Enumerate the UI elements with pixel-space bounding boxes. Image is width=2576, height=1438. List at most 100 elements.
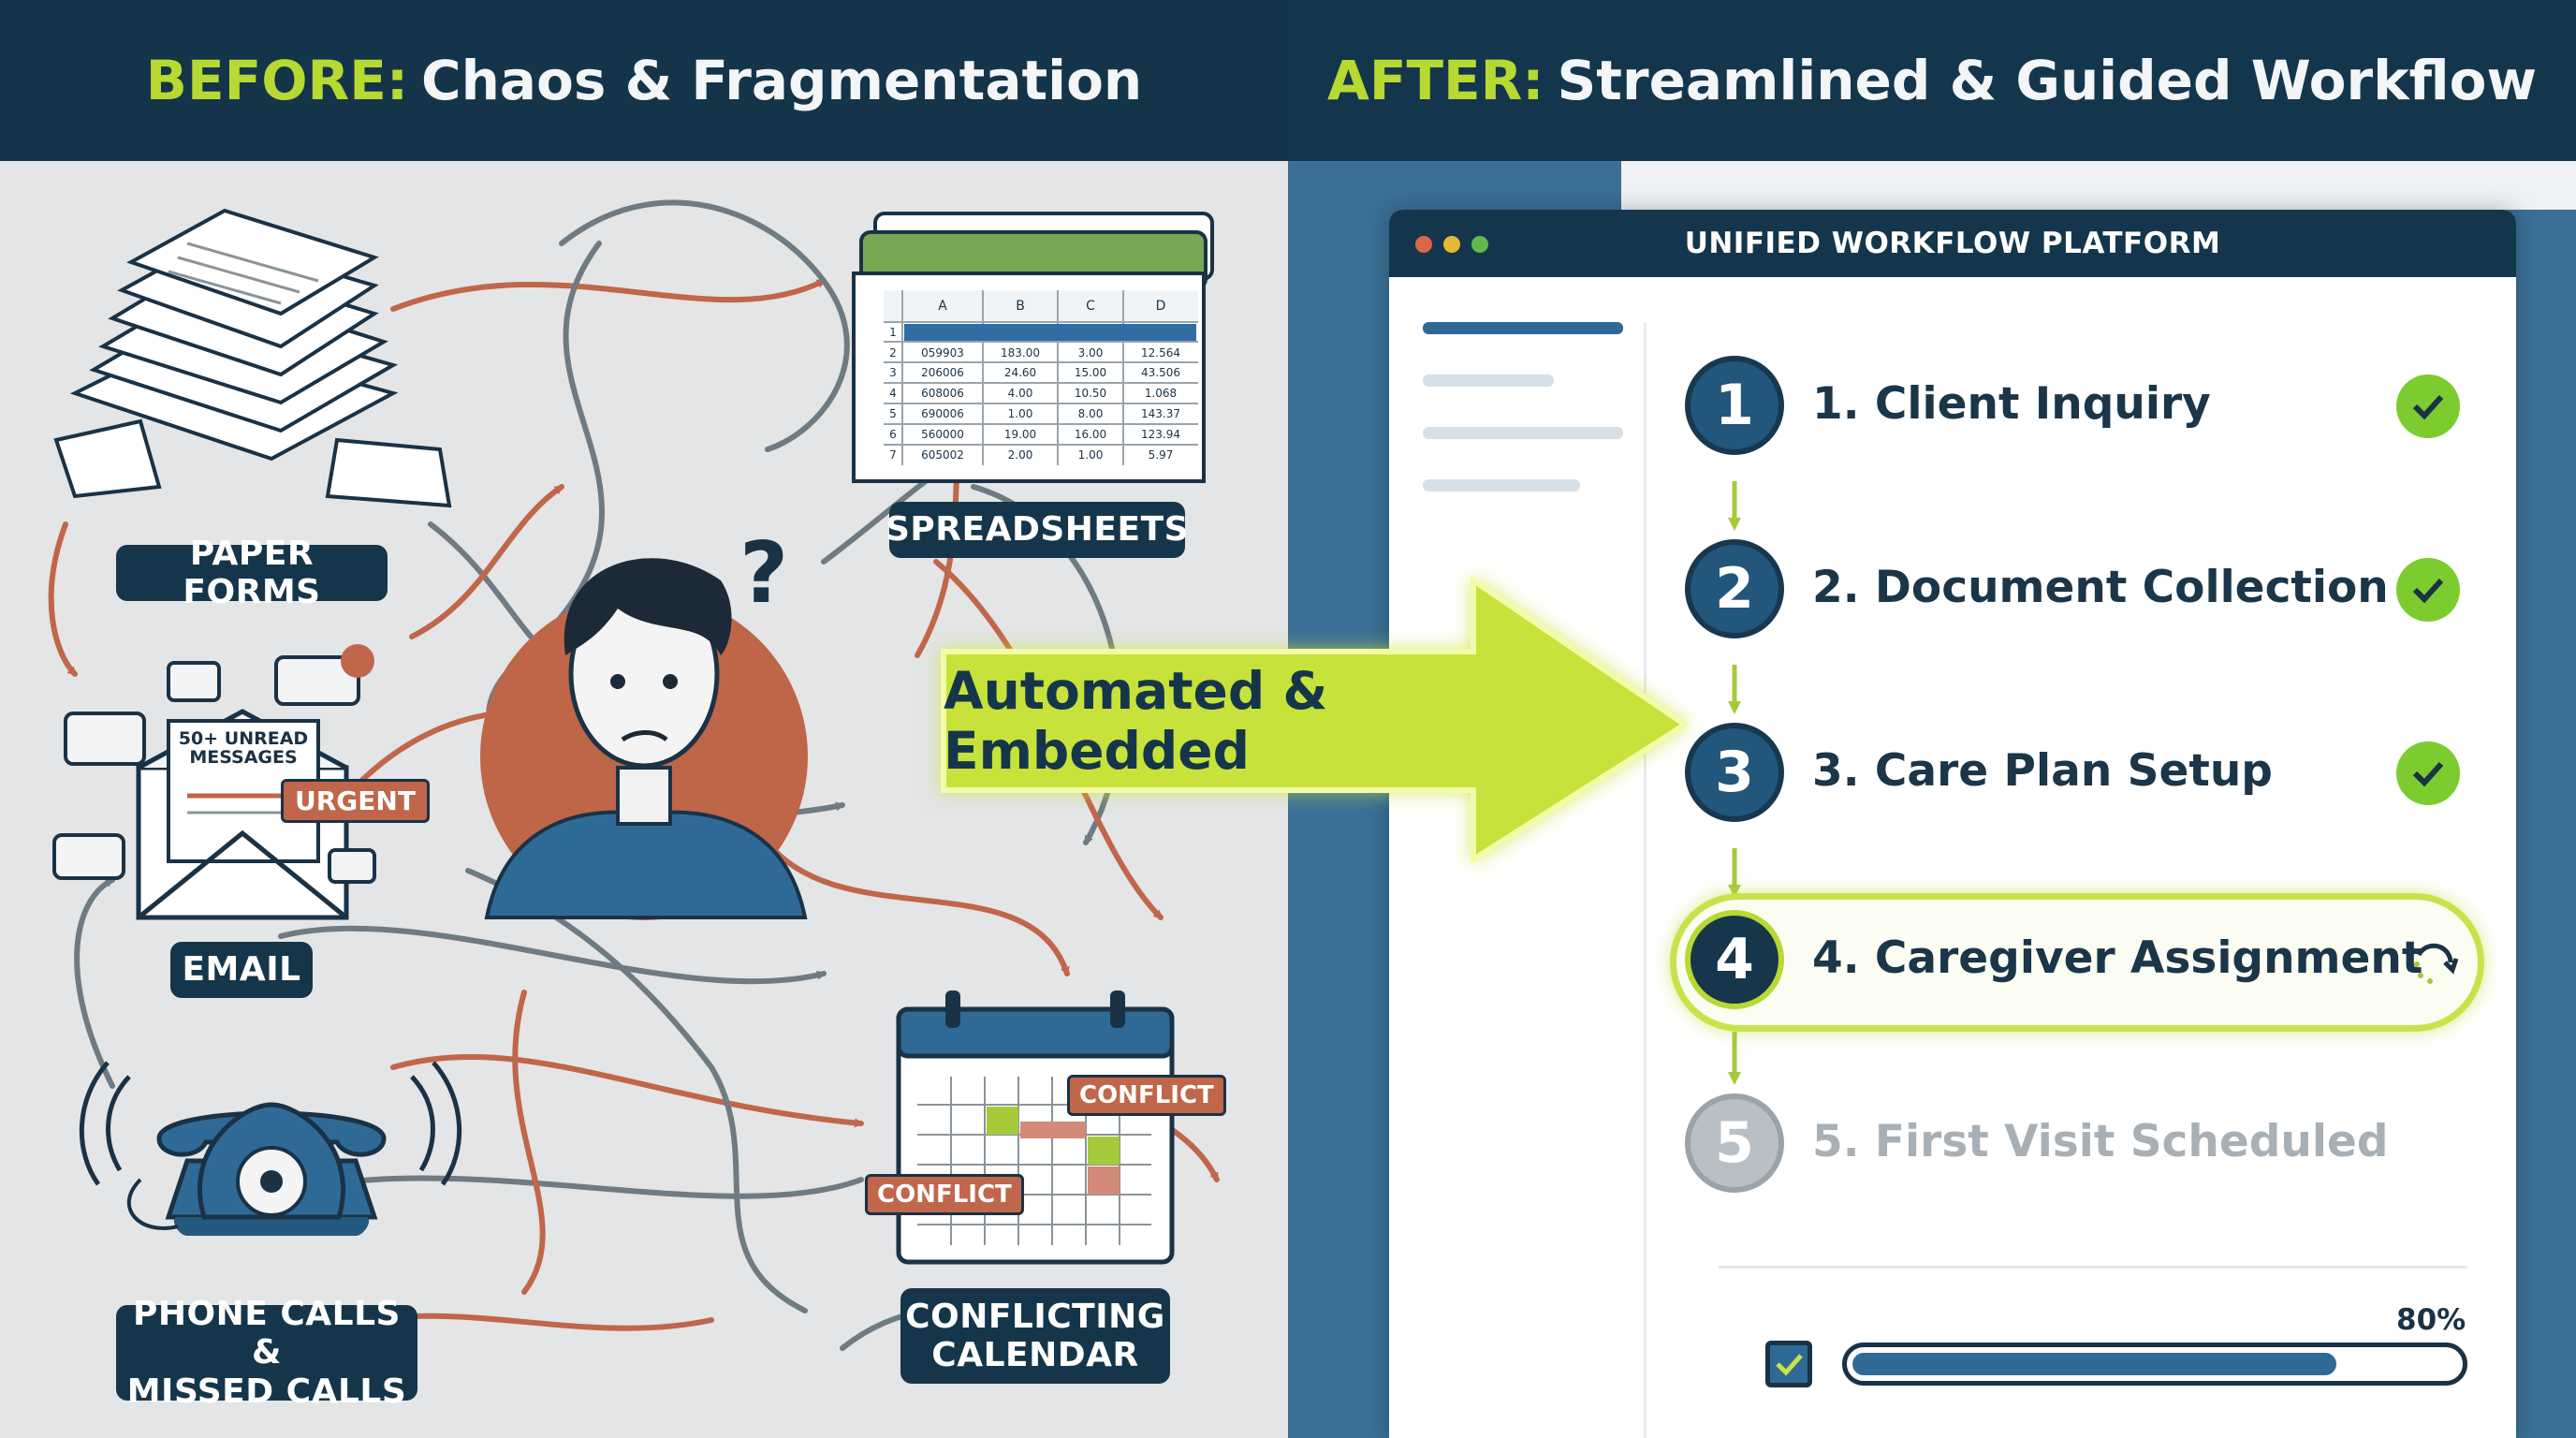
workflow-step-4[interactable]: 4 4. Caregiver Assignment — [1647, 910, 2471, 1022]
spreadsheet-cell: 6 — [889, 427, 897, 441]
spreadsheet-cell: 1.00 — [1007, 407, 1033, 421]
spreadsheet-cell: 12.564 — [1141, 345, 1180, 360]
workflow-step-3[interactable]: 3 3. Care Plan Setup — [1647, 723, 2471, 835]
complete-checkbox[interactable] — [1765, 1341, 1812, 1387]
window-backdrop — [1621, 161, 2576, 210]
spreadsheet-cell: 1.00 — [1077, 448, 1104, 462]
footer-divider — [1719, 1266, 2467, 1269]
spreadsheet-cell: 560000 — [921, 427, 964, 441]
spreadsheet-cell: 15.00 — [1074, 366, 1107, 380]
unread-count-line: 50+ UNREAD — [178, 728, 309, 749]
step-number-badge: 3 — [1685, 723, 1784, 822]
checkmark-icon — [2396, 374, 2460, 438]
minimize-dot-icon[interactable] — [1443, 236, 1460, 253]
spreadsheet-cell: 3.00 — [1077, 345, 1104, 360]
confused-person-icon — [480, 558, 808, 920]
spreadsheet-header-row: A B C D — [884, 290, 1198, 322]
spreadsheet-cell: 7 — [889, 448, 897, 462]
after-header: AFTER: Streamlined & Guided Workflow — [1288, 0, 2576, 161]
spreadsheet-cell: 123.94 — [1141, 427, 1180, 441]
spreadsheet-cell: 24.60 — [1003, 366, 1037, 380]
spreadsheet-row: 5 690006 1.00 8.00 143.37 — [884, 404, 1198, 424]
sidebar-item[interactable] — [1423, 427, 1623, 439]
sidebar-item[interactable] — [1423, 374, 1554, 387]
spreadsheet-cell: 4.00 — [1007, 387, 1033, 401]
question-mark: ? — [739, 524, 789, 623]
spreadsheet-row: 3 206006 24.60 15.00 43.506 — [884, 363, 1198, 384]
spreadsheet-cell: 3 — [889, 366, 897, 380]
before-prefix: BEFORE: — [145, 49, 409, 112]
step-number-badge: 5 — [1685, 1093, 1784, 1193]
step-connectors — [1728, 481, 1741, 1085]
after-panel: AFTER: Streamlined & Guided Workflow UNI… — [1288, 0, 2576, 1438]
spreadsheet-cell: 608006 — [921, 387, 964, 401]
spreadsheet-cell: 1.068 — [1144, 387, 1178, 401]
spreadsheets-label: SPREADSHEETS — [886, 502, 1189, 558]
active-step-highlight — [1670, 893, 2484, 1032]
spreadsheet-cell: 605002 — [921, 448, 964, 462]
step-label: 1. Client Inquiry — [1812, 378, 2211, 430]
calendar-icon — [896, 990, 1175, 1265]
workflow-platform-window: UNIFIED WORKFLOW PLATFORM 1 1. Client In… — [1389, 210, 2516, 1438]
spreadsheet-cell: 16.00 — [1074, 427, 1107, 441]
after-title: Streamlined & Guided Workflow — [1557, 49, 2538, 112]
platform-title: UNIFIED WORKFLOW PLATFORM — [1684, 227, 2221, 260]
spreadsheet-cell: 5 — [889, 407, 897, 421]
workflow-step-1[interactable]: 1 1. Client Inquiry — [1647, 356, 2471, 468]
spreadsheet-cell: 206006 — [921, 366, 964, 380]
close-dot-icon[interactable] — [1415, 236, 1432, 253]
conflict-tag: CONFLICT — [1067, 1075, 1226, 1116]
step-label: 2. Document Collection — [1812, 562, 2389, 613]
urgent-tag: URGENT — [281, 779, 430, 823]
progress-fill — [1852, 1353, 2336, 1375]
paper-forms-label: PAPER FORMS — [116, 535, 388, 611]
spreadsheet-cell: 8.00 — [1077, 407, 1104, 421]
checkmark-icon — [2396, 741, 2460, 805]
spreadsheet-cell: 690006 — [921, 407, 964, 421]
sidebar-divider — [1644, 322, 1647, 1438]
step-label: 4. Caregiver Assignment — [1812, 932, 2423, 984]
loading-spinner-icon — [2408, 936, 2460, 989]
chaos-illustration — [48, 199, 1220, 1351]
automated-embedded-label: Automated & Embedded — [944, 661, 1328, 781]
maximize-dot-icon[interactable] — [1471, 236, 1488, 253]
progress-percent: 80% — [2396, 1303, 2466, 1337]
spreadsheet-row: 6 560000 19.00 16.00 123.94 — [884, 424, 1198, 445]
email-label: EMAIL — [170, 942, 313, 998]
workflow-step-5[interactable]: 5 5. First Visit Scheduled — [1647, 1093, 2471, 1206]
step-label: 3. Care Plan Setup — [1812, 745, 2273, 797]
before-panel: BEFORE: Chaos & Fragmentation — [0, 0, 1288, 1438]
checkmark-icon — [2396, 558, 2460, 622]
spreadsheet-cell: 2.00 — [1007, 448, 1033, 462]
step-number-badge: 4 — [1685, 910, 1784, 1009]
calendar-label-line1: CONFLICTING — [905, 1297, 1165, 1336]
progress-bar — [1842, 1343, 2467, 1386]
phone-label-line1: PHONE CALLS & — [133, 1294, 401, 1372]
spreadsheet-cell: 059903 — [921, 345, 964, 360]
spreadsheet-cell: 143.37 — [1141, 407, 1180, 421]
spreadsheet-icon — [852, 212, 1214, 483]
after-prefix: AFTER: — [1326, 49, 1544, 112]
sidebar-item-active[interactable] — [1423, 322, 1623, 334]
spreadsheet-cell: 5.97 — [1148, 448, 1174, 462]
column-header: B — [1016, 299, 1025, 314]
column-header: C — [1086, 299, 1095, 314]
spreadsheet-cell: 4 — [889, 387, 897, 401]
step-number-badge: 1 — [1685, 356, 1784, 455]
conflicting-calendar-label: CONFLICTING CALENDAR — [900, 1288, 1170, 1384]
before-title: Chaos & Fragmentation — [421, 49, 1143, 112]
spreadsheet-cell: 43.506 — [1141, 366, 1180, 380]
column-header: D — [1155, 299, 1166, 314]
sidebar-item[interactable] — [1423, 479, 1580, 492]
spreadsheet-cell: 1 — [889, 325, 897, 339]
step-number-badge: 2 — [1685, 539, 1784, 638]
unread-messages-badge: 50+ UNREAD MESSAGES — [178, 728, 309, 768]
workflow-step-2[interactable]: 2 2. Document Collection — [1647, 539, 2471, 652]
spreadsheet-cell: 19.00 — [1003, 427, 1037, 441]
spreadsheet-row: 7 605002 2.00 1.00 5.97 — [884, 445, 1198, 465]
step-label: 5. First Visit Scheduled — [1812, 1116, 2389, 1167]
